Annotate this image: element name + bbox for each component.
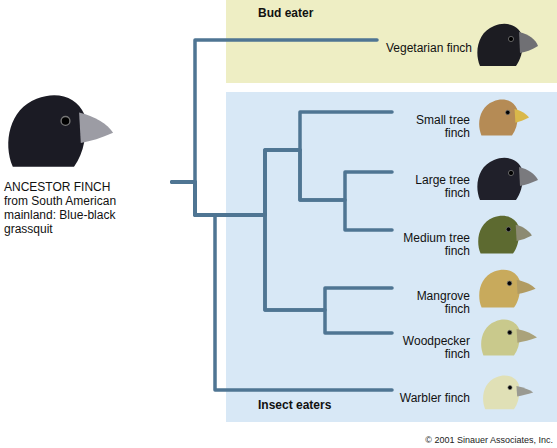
node-text: ANCESTOR FINCH from South American mainl… [4, 180, 132, 236]
eye-dot [61, 116, 70, 125]
species-label: Small tree finch [392, 109, 470, 140]
species-label: Vegetarian finch [377, 37, 472, 55]
beak-shape [79, 112, 113, 143]
node-text: Small tree finch [392, 114, 470, 140]
node-text: Vegetarian finch [377, 42, 472, 55]
copyright-note: © 2001 Sinauer Associates, Inc. [425, 435, 553, 445]
species-label: Medium tree finch [392, 227, 470, 258]
node-text: Large tree finch [392, 174, 470, 200]
ancestor-label: ANCESTOR FINCH from South American mainl… [4, 176, 172, 236]
species-label: Warbler finch [392, 387, 470, 405]
diet-band: Bud eaterVegetarian finch [226, 0, 557, 83]
species-label: Mangrove finch [392, 285, 470, 316]
node-text: Warbler finch [392, 392, 470, 405]
species-label: Large tree finch [392, 169, 470, 200]
finch-head [8, 95, 113, 167]
band-heading: Insect eaters [258, 398, 331, 412]
node-text: Woodpecker finch [392, 335, 470, 361]
head-shape [8, 95, 85, 167]
diet-band: Insect eaters Small tree finchLarge tree … [226, 92, 557, 422]
node-text: Mangrove finch [392, 290, 470, 316]
node-text: Medium tree finch [392, 232, 470, 258]
band-heading: Bud eater [258, 6, 313, 20]
species-label: Woodpecker finch [392, 330, 470, 361]
